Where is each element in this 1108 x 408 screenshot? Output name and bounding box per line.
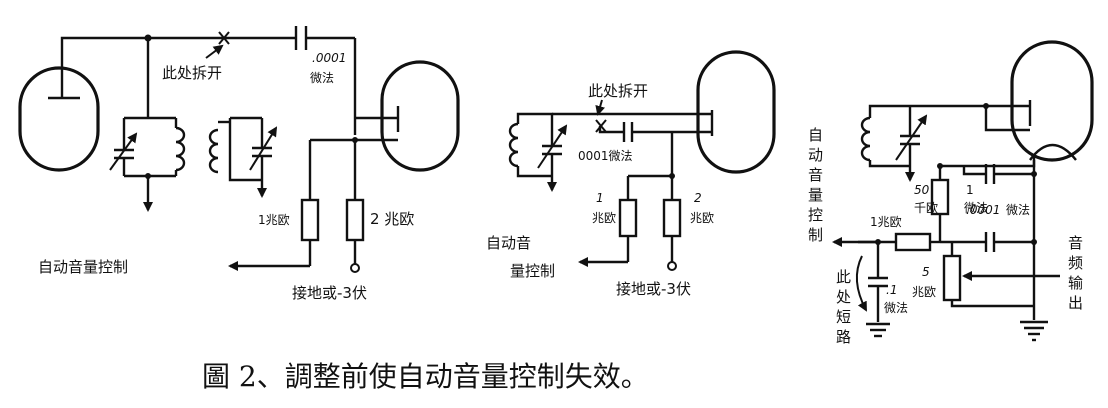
right-ground-icon-2 — [866, 322, 890, 338]
right-audio-output-vertical-label: 音 频 输 出 — [1068, 234, 1083, 312]
right-res2-bottom: 千欧 — [914, 201, 938, 215]
middle-resistor-1 — [618, 198, 638, 238]
svg-text:动: 动 — [808, 146, 823, 164]
left-coupling-capacitor — [294, 26, 308, 50]
left-res1-label: 1兆欧 — [258, 213, 290, 227]
middle-tuning-capacitor — [537, 124, 568, 176]
right-short-vertical-label: 此 处 短 路 — [836, 268, 851, 346]
middle-res1-unit: 兆欧 — [592, 211, 616, 225]
right-cap3-num: .1 — [886, 283, 897, 297]
middle-ground-label: 接地或-3伏 — [616, 280, 691, 298]
right-cap2-num: .0001 — [966, 203, 1000, 217]
middle-coupling-capacitor — [622, 122, 634, 142]
right-pot-num: 5 — [922, 265, 930, 279]
right-coil — [860, 116, 871, 162]
right-avc-vertical-label: 自 动 音 量 控 制 — [808, 126, 823, 244]
svg-text:频: 频 — [1068, 254, 1083, 272]
middle-res2-unit: 兆欧 — [690, 211, 714, 225]
right-short-arrow-icon — [855, 255, 867, 312]
figure-caption: 圖 2、調整前使自动音量控制失效。 — [202, 360, 649, 393]
left-ground-label: 接地或-3伏 — [292, 284, 367, 302]
right-pot-unit: 兆欧 — [912, 285, 936, 299]
left-cap-unit: 微法 — [310, 71, 334, 85]
svg-text:自: 自 — [808, 126, 823, 144]
right-cap3-unit: 微法 — [884, 301, 908, 315]
svg-text:处: 处 — [836, 288, 851, 306]
left-vacuum-tube-1 — [18, 66, 100, 172]
svg-text:音: 音 — [808, 166, 823, 184]
right-ground-icon — [1020, 320, 1048, 342]
left-break-mark-icon — [205, 31, 230, 59]
left-break-label: 此处拆开 — [162, 64, 222, 82]
middle-circuit: 此处拆开 0001微法 1 兆欧 2 兆欧 自动音 量控制 接地或-3伏 — [486, 50, 776, 298]
right-capacitor-01uf — [868, 276, 888, 288]
right-capacitor-0001uf — [984, 232, 996, 252]
svg-text:制: 制 — [808, 226, 823, 244]
left-coil-2 — [208, 128, 219, 174]
svg-text:此: 此 — [836, 268, 851, 286]
middle-break-label: 此处拆开 — [588, 82, 648, 100]
right-cap1-num: 1 — [966, 183, 974, 197]
left-resistor-1 — [300, 198, 320, 242]
left-avc-label: 自动音量控制 — [38, 258, 128, 276]
left-resistor-2 — [345, 198, 365, 242]
right-circuit: 50 千欧 1 微法 .0001 微法 1兆欧 — [808, 40, 1094, 346]
right-cap2-unit: 微法 — [1006, 203, 1030, 217]
svg-text:输: 输 — [1068, 274, 1083, 292]
middle-avc-line1: 自动音 — [486, 234, 531, 252]
middle-resistor-2 — [662, 198, 682, 238]
middle-avc-line2: 量控制 — [510, 262, 555, 280]
svg-text:音: 音 — [1068, 234, 1083, 252]
right-res1-label: 1兆欧 — [870, 215, 902, 229]
left-tuning-capacitor-2 — [249, 118, 278, 180]
svg-text:出: 出 — [1068, 294, 1083, 312]
right-vacuum-tube — [1010, 40, 1094, 162]
svg-text:量: 量 — [808, 186, 823, 204]
left-circuit: 此处拆开 .0001 微法 — [18, 26, 460, 302]
left-vacuum-tube-2 — [380, 60, 460, 172]
left-top-wire — [60, 36, 296, 98]
middle-coil — [508, 122, 519, 168]
svg-text:路: 路 — [836, 328, 851, 346]
middle-res1-num: 1 — [596, 191, 604, 205]
svg-text:短: 短 — [836, 308, 851, 326]
left-coil-1 — [174, 118, 186, 176]
middle-res2-num: 2 — [694, 191, 702, 205]
left-res2-label: 2 兆欧 — [370, 210, 414, 228]
right-tuning-capacitor — [895, 106, 928, 166]
right-cap1-unit: 微法 — [964, 201, 988, 215]
left-cap-value: .0001 — [312, 51, 346, 65]
middle-cap-label: 0001微法 — [578, 149, 633, 163]
left-tuning-capacitor — [109, 118, 138, 176]
right-res2-top: 50 — [914, 183, 930, 197]
right-resistor-1m — [894, 232, 932, 252]
right-potentiometer — [942, 254, 962, 302]
middle-vacuum-tube — [696, 50, 776, 174]
svg-text:控: 控 — [808, 206, 823, 224]
